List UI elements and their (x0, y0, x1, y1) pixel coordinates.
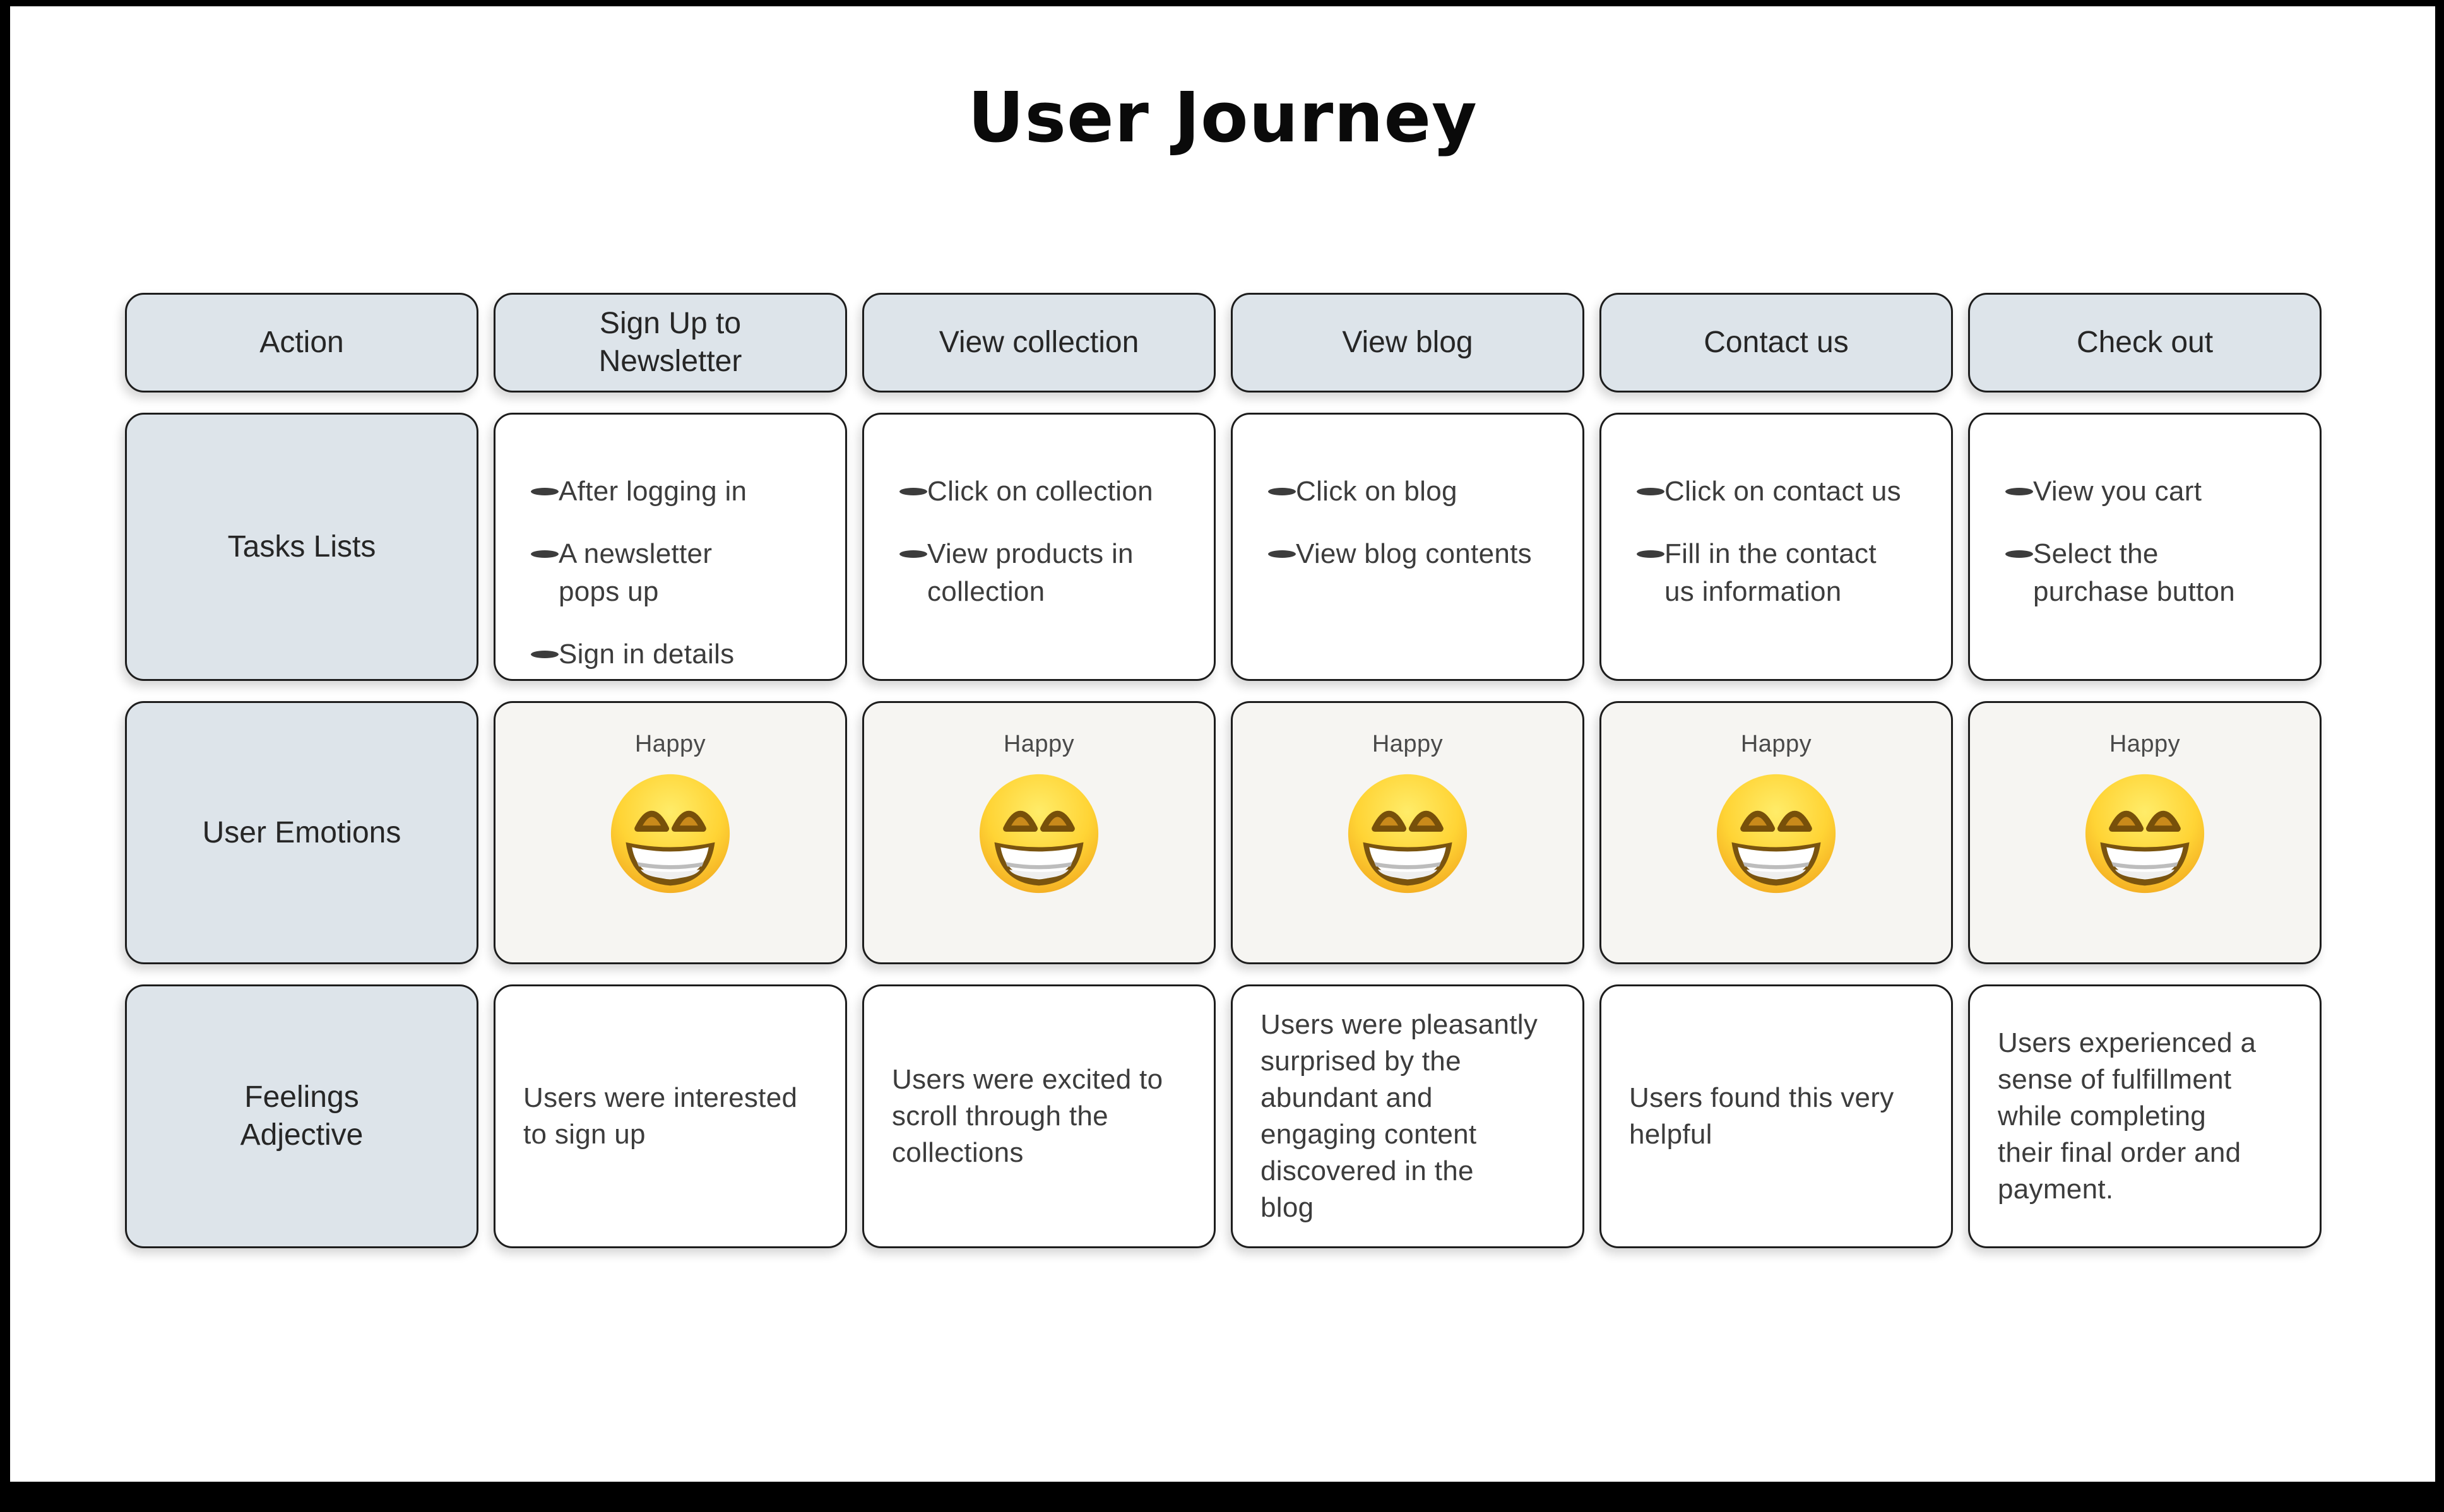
task-item: Click on blog (1268, 473, 1566, 510)
emotion-label: Happy (1372, 731, 1444, 757)
task-item: View products in collection (899, 535, 1197, 610)
task-text: Sign in details (559, 639, 735, 670)
beaming-face-emoji-icon (977, 772, 1101, 895)
feeling-cell-view-collection: Users were excited to scroll through the… (862, 984, 1216, 1248)
beaming-face-emoji-icon (1346, 772, 1469, 895)
emotion-label: Happy (1003, 731, 1075, 757)
task-item: Fill in the contact us information (1637, 535, 1935, 610)
task-item: View you cart (2005, 473, 2303, 510)
row-label-user-emotions: User Emotions (125, 701, 478, 964)
bullet-dot-icon (899, 550, 927, 558)
column-header-sign-up: Sign Up to Newsletter (494, 293, 847, 393)
beaming-face-emoji-icon (2083, 772, 2207, 895)
bullet-dot-icon (531, 651, 559, 659)
emotion-cell-check-out: Happy (1968, 701, 2322, 964)
task-item: Click on collection (899, 473, 1197, 510)
task-item: Sign in details (531, 635, 829, 673)
task-text: Click on contact us (1664, 476, 1901, 507)
feeling-text: Users were pleasantly surprised by the a… (1261, 1008, 1538, 1224)
bullet-dot-icon (1637, 488, 1664, 495)
emotion-cell-view-blog: Happy (1231, 701, 1584, 964)
bullet-dot-icon (1637, 550, 1664, 558)
tasks-cell-view-blog: Click on blog View blog contents (1231, 413, 1584, 681)
column-header-action: Action (125, 293, 478, 393)
task-item: Select the purchase button (2005, 535, 2303, 610)
row-label-tasks-lists: Tasks Lists (125, 413, 478, 681)
feeling-cell-view-blog: Users were pleasantly surprised by the a… (1231, 984, 1584, 1248)
emotion-label: Happy (634, 731, 706, 757)
task-text: A newsletter pops up (559, 538, 713, 607)
page-title: User Journey (968, 77, 1478, 158)
column-header-contact-us: Contact us (1599, 293, 1953, 393)
bullet-dot-icon (899, 488, 927, 495)
tasks-cell-sign-up: After logging in A newsletter pops up Si… (494, 413, 847, 681)
feeling-text: Users experienced a sense of fulfillment… (1998, 1027, 2257, 1205)
emotion-label: Happy (1740, 731, 1812, 757)
column-header-view-blog: View blog (1231, 293, 1584, 393)
emotion-cell-sign-up: Happy (494, 701, 847, 964)
bullet-dot-icon (1268, 488, 1296, 495)
task-text: Fill in the contact us information (1664, 538, 1877, 607)
feeling-text: Users were excited to scroll through the… (892, 1063, 1163, 1169)
journey-canvas: User Journey Action Sign Up to Newslette… (10, 6, 2435, 1482)
feeling-cell-contact-us: Users found this very helpful (1599, 984, 1953, 1248)
task-item: Click on contact us (1637, 473, 1935, 510)
feeling-cell-sign-up: Users were interested to sign up (494, 984, 847, 1248)
tasks-cell-view-collection: Click on collection View products in col… (862, 413, 1216, 681)
journey-grid: Action Sign Up to Newsletter View collec… (125, 293, 2322, 1248)
emotion-label: Happy (2109, 731, 2181, 757)
task-item: A newsletter pops up (531, 535, 829, 610)
row-label-feelings-adjective: Feelings Adjective (125, 984, 478, 1248)
task-text: View products in collection (927, 538, 1134, 607)
column-header-view-collection: View collection (862, 293, 1216, 393)
bullet-dot-icon (2005, 550, 2033, 558)
feeling-text: Users found this very helpful (1629, 1082, 1894, 1150)
task-text: Click on collection (927, 476, 1153, 507)
task-item: After logging in (531, 473, 829, 510)
feeling-text: Users were interested to sign up (523, 1082, 798, 1150)
task-text: View you cart (2033, 476, 2202, 507)
emotion-cell-contact-us: Happy (1599, 701, 1953, 964)
bullet-dot-icon (531, 488, 559, 495)
task-text: View blog contents (1296, 538, 1532, 570)
bullet-dot-icon (531, 550, 559, 558)
bullet-dot-icon (2005, 488, 2033, 495)
tasks-cell-contact-us: Click on contact us Fill in the contact … (1599, 413, 1953, 681)
emotion-cell-view-collection: Happy (862, 701, 1216, 964)
task-item: View blog contents (1268, 535, 1566, 572)
task-text: After logging in (559, 476, 747, 507)
task-text: Click on blog (1296, 476, 1457, 507)
beaming-face-emoji-icon (608, 772, 732, 895)
column-header-check-out: Check out (1968, 293, 2322, 393)
bullet-dot-icon (1268, 550, 1296, 558)
tasks-cell-check-out: View you cart Select the purchase button (1968, 413, 2322, 681)
feeling-cell-check-out: Users experienced a sense of fulfillment… (1968, 984, 2322, 1248)
beaming-face-emoji-icon (1714, 772, 1838, 895)
task-text: Select the purchase button (2033, 538, 2236, 607)
